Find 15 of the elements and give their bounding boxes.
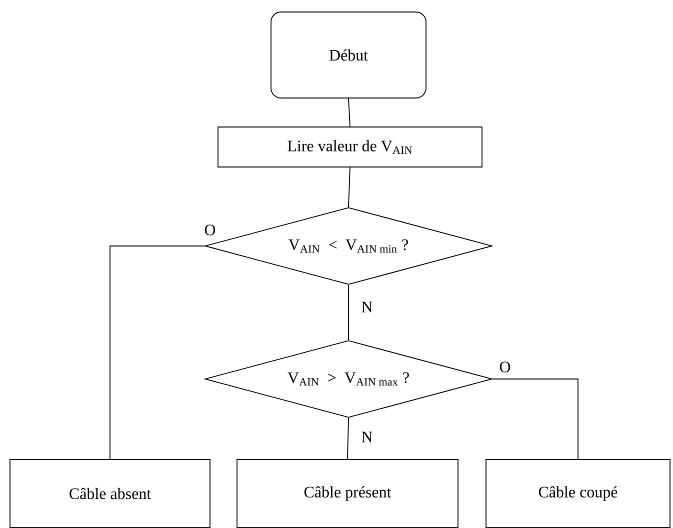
edge-label: N: [360, 430, 374, 444]
edge-label: O: [203, 224, 217, 236]
connector-line: [348, 98, 350, 127]
edge-label: N: [360, 300, 374, 314]
connector-line: [492, 378, 578, 460]
connector-line: [347, 418, 349, 460]
result-box: Câble présent: [236, 459, 458, 528]
start-box: Début: [270, 12, 426, 98]
result-box: Câble absent: [10, 459, 210, 528]
edge-label: O: [498, 360, 512, 374]
connector-line: [110, 246, 205, 460]
connector-line: [348, 167, 350, 208]
connector-line: [348, 284, 349, 340]
process-box: Lire valeur de V$_{AIN}$: [218, 126, 482, 168]
result-box: Câble coupé: [486, 459, 670, 528]
